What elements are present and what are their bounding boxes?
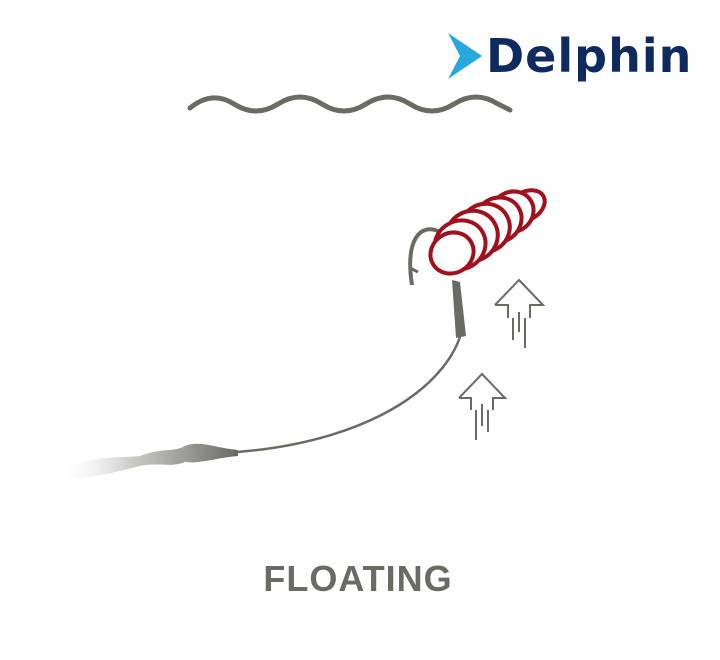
up-arrow-icon	[458, 372, 508, 440]
brand-logo: Delphin	[448, 30, 692, 82]
hook-sleeve	[452, 280, 466, 338]
fishing-line	[237, 329, 464, 454]
brand-name: Delphin	[486, 29, 693, 83]
floating-bait-icon	[428, 188, 547, 276]
logo-chevron-icon	[448, 33, 482, 79]
hook-icon	[408, 227, 441, 286]
water-surface-wave-icon	[187, 94, 513, 114]
up-arrow-icon	[494, 278, 546, 348]
rig-caption: FLOATING	[263, 558, 453, 599]
lead-weight-icon	[55, 443, 238, 479]
